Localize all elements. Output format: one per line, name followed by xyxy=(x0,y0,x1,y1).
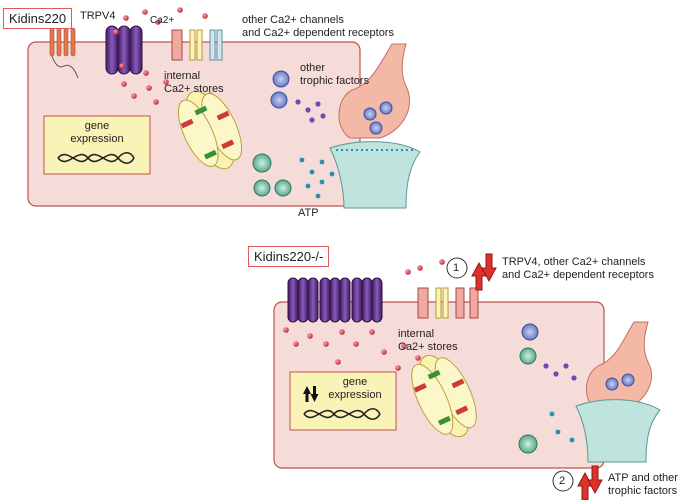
synapse-terminal-bottom xyxy=(575,321,661,463)
callout1-arrows-icon xyxy=(471,253,497,291)
calcium-ions-bottom xyxy=(283,259,445,371)
internal-stores-bottom xyxy=(411,354,477,438)
atp-dots-bottom xyxy=(549,411,575,443)
dna-helix-bottom xyxy=(303,407,381,421)
internal-stores-label-bottom: internal Ca2+ stores xyxy=(398,328,458,353)
callout1-text: TRPV4, other Ca2+ channels and Ca2+ depe… xyxy=(502,256,654,281)
internal-stores-top xyxy=(177,90,243,170)
gene-box-top xyxy=(43,115,151,175)
callout2-arrows-icon xyxy=(577,465,603,500)
trpv4-label: TRPV4 xyxy=(80,10,116,22)
callout1-circle xyxy=(446,257,468,279)
trpv4-channel-top xyxy=(105,25,143,75)
calcium-label: Ca2+ xyxy=(150,15,175,26)
callout2-text: ATP and other trophic factors xyxy=(608,472,678,497)
trpv4-channels-bottom xyxy=(287,277,383,323)
callout2-circle xyxy=(552,470,574,492)
atp-label-top: ATP xyxy=(298,207,319,219)
gene-expression-label-bottom: gene expression xyxy=(328,376,382,401)
trophic-factor-dots-bottom xyxy=(543,363,577,381)
other-channels-bottom xyxy=(417,287,479,319)
panel-title-bottom: Kidins220-/- xyxy=(248,246,330,267)
updown-arrows-icon xyxy=(303,386,319,402)
gene-expression-label-top: gene expression xyxy=(70,120,124,145)
dna-helix-top xyxy=(57,151,135,165)
trophic-vesicles-top xyxy=(252,70,292,197)
trophic-vesicles-bottom xyxy=(518,323,539,454)
other-channels-top xyxy=(171,29,223,61)
synapse-terminal-top xyxy=(329,43,421,209)
trophic-label-top: other trophic factors xyxy=(300,62,370,87)
internal-stores-label-top: internal Ca2+ stores xyxy=(164,70,224,95)
trophic-factor-dots-top xyxy=(295,99,326,123)
callout1-number: 1 xyxy=(453,262,460,274)
kidins220-receptor-top xyxy=(49,27,79,79)
panel-title-top: Kidins220 xyxy=(3,8,73,29)
callout2-number: 2 xyxy=(559,475,566,487)
channels-label-top: other Ca2+ channels and Ca2+ dependent r… xyxy=(242,14,394,39)
atp-dots-top xyxy=(299,157,335,199)
